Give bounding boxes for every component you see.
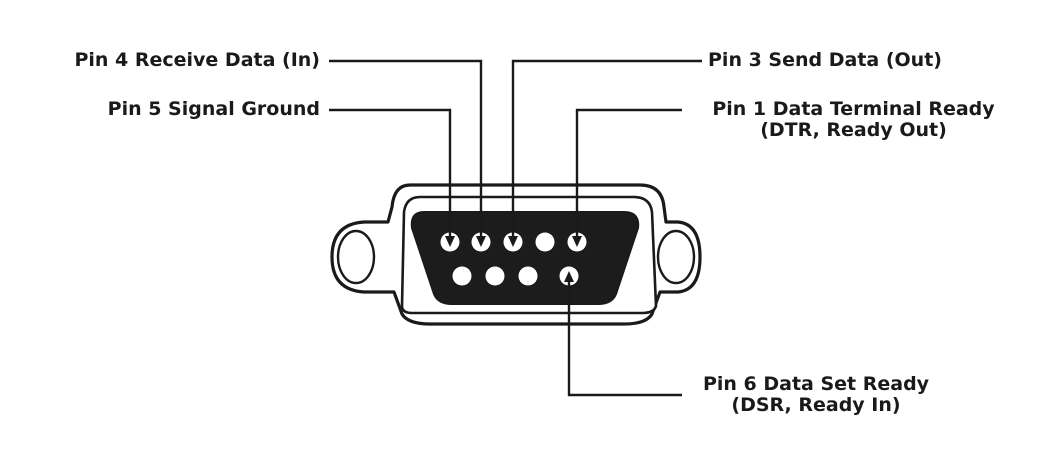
pin-1-label: Pin 1 Data Terminal Ready (DTR, Ready Ou… [686,99,1021,141]
pin-1-tip [572,236,582,247]
pin-8-dot [485,266,505,286]
pin-5-tip [445,236,455,247]
pin-1-label-line1: Pin 1 Data Terminal Ready [712,98,995,120]
connector-face [410,211,640,305]
pin-5-leader-line [329,108,452,241]
pin-2-dot [535,232,555,252]
pin-1-leader-line [575,108,682,241]
pin-3-leader-line [511,59,702,241]
pin-1-label-line2: (DTR, Ready Out) [760,119,947,141]
pin-6-tip [564,271,574,282]
pin-6-label-line2: (DSR, Ready In) [731,394,901,416]
pin-5-label: Pin 5 Signal Ground [107,98,320,120]
pin-4-tip [476,236,486,247]
pin-6-label: Pin 6 Data Set Ready (DSR, Ready In) [686,374,946,416]
pin-9-dot [452,266,472,286]
left-mounting-hole [336,229,376,285]
pin-4-leader-line [329,59,483,241]
pin-4-label: Pin 4 Receive Data (In) [74,49,320,71]
pin-3-tip [508,236,518,247]
right-mounting-hole [656,229,696,285]
pin-7-dot [518,266,538,286]
pin-6-label-line1: Pin 6 Data Set Ready [702,373,930,395]
pin-3-label: Pin 3 Send Data (Out) [708,49,942,71]
pin-6-leader-line [567,276,682,397]
